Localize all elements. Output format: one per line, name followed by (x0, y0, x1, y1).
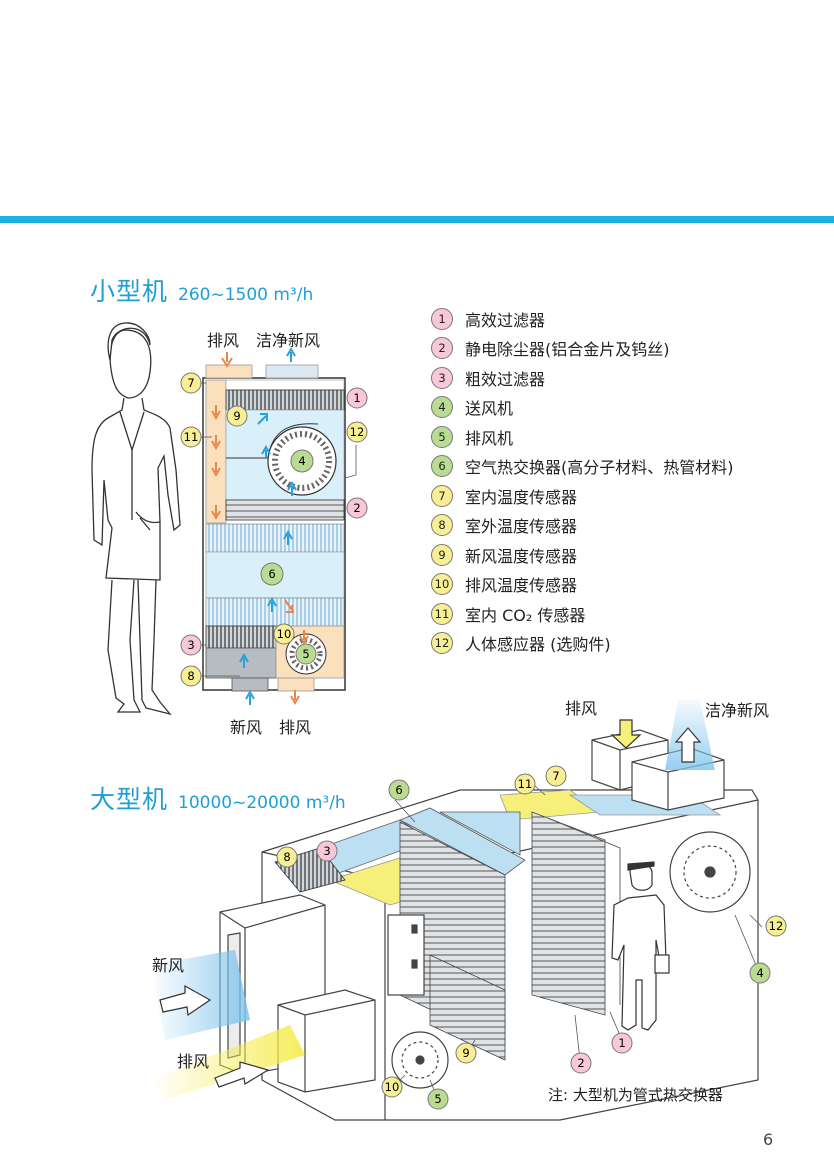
page-number: 6 (763, 1130, 774, 1149)
legend-item: 2 静电除尘器(铝合金片及钨丝) (431, 334, 811, 364)
large-callout-12: 12 (769, 919, 784, 933)
callout-5: 5 (302, 647, 309, 661)
callout-3: 3 (187, 638, 194, 652)
legend-text: 粗效过滤器 (465, 369, 546, 389)
small-unit-diagram: 7 11 9 1 12 4 2 6 10 5 3 8 (180, 346, 368, 706)
legend-item: 11 室内 CO₂ 传感器 (431, 599, 811, 629)
large-callout-3: 3 (323, 844, 330, 858)
small-exhaust-bottom-label: 排风 (279, 718, 312, 737)
legend-item: 3 粗效过滤器 (431, 363, 811, 393)
legend-text: 空气热交换器(高分子材料、热管材料) (465, 458, 734, 478)
large-callout-5: 5 (434, 1092, 441, 1106)
large-fresh-top-label: 洁净新风 (705, 701, 770, 720)
large-callout-2: 2 (577, 1056, 584, 1070)
legend-badge: 12 (431, 632, 453, 655)
large-exhaust-left-label: 排风 (177, 1052, 210, 1071)
callout-7: 7 (187, 376, 194, 390)
large-callout-6: 6 (395, 783, 402, 797)
legend-badge: 10 (431, 573, 453, 596)
legend-item: 12 人体感应器 (选购件) (431, 629, 811, 659)
small-fresh-bottom-label: 新风 (230, 718, 263, 737)
legend-badge: 9 (431, 543, 453, 566)
small-exhaust-top-label: 排风 (207, 331, 240, 350)
legend-text: 排风温度传感器 (465, 576, 578, 596)
legend-item: 4 送风机 (431, 393, 811, 423)
callout-12: 12 (350, 425, 365, 439)
legend-badge: 1 (431, 307, 453, 330)
callout-11: 11 (184, 430, 199, 444)
callout-6: 6 (268, 567, 275, 581)
callout-4: 4 (298, 454, 305, 468)
legend-text: 人体感应器 (选购件) (465, 635, 611, 655)
large-unit-title-text: 大型机 (90, 785, 169, 814)
legend-badge: 2 (431, 337, 453, 360)
callout-8: 8 (187, 669, 194, 683)
legend-text: 室内 CO₂ 传感器 (465, 605, 586, 625)
legend-text: 排风机 (465, 428, 514, 448)
large-unit-title: 大型机 10000~20000 m³/h (90, 780, 346, 816)
legend-text: 送风机 (465, 399, 514, 419)
large-callout-8: 8 (283, 850, 290, 864)
small-unit-title: 小型机 260~1500 m³/h (90, 272, 313, 308)
large-callout-1: 1 (618, 1036, 625, 1050)
legend-item: 7 室内温度传感器 (431, 481, 811, 511)
air-stream-arrows (150, 700, 715, 1100)
large-exhaust-top-label: 排风 (565, 699, 598, 718)
large-callout-9: 9 (462, 1046, 469, 1060)
large-fresh-left-label: 新风 (152, 956, 185, 975)
legend-item: 9 新风温度传感器 (431, 540, 811, 570)
small-unit-title-text: 小型机 (90, 277, 169, 306)
legend-badge: 7 (431, 484, 453, 507)
legend-text: 室外温度传感器 (465, 517, 578, 537)
footnote: 注: 大型机为管式热交换器 (548, 1086, 723, 1104)
large-callout-10: 10 (385, 1080, 400, 1094)
header-rule (0, 216, 834, 223)
legend-text: 室内温度传感器 (465, 487, 578, 507)
legend-badge: 6 (431, 455, 453, 478)
legend-badge: 4 (431, 396, 453, 419)
large-callout-7: 7 (552, 769, 559, 783)
legend-item: 6 空气热交换器(高分子材料、热管材料) (431, 452, 811, 482)
legend-text: 高效过滤器 (465, 310, 546, 330)
large-callout-11: 11 (518, 777, 533, 791)
person-figure-woman (91, 322, 181, 716)
legend-item: 1 高效过滤器 (431, 304, 811, 334)
callout-9: 9 (233, 409, 240, 423)
legend-badge: 11 (431, 602, 453, 625)
large-callout-4: 4 (756, 966, 763, 980)
large-unit-flow: 10000~20000 m³/h (178, 793, 346, 813)
legend-item: 5 排风机 (431, 422, 811, 452)
legend-badge: 8 (431, 514, 453, 537)
legend-badge: 3 (431, 366, 453, 389)
small-unit-flow: 260~1500 m³/h (178, 285, 314, 305)
callout-10: 10 (277, 627, 292, 641)
legend-badge: 5 (431, 425, 453, 448)
large-unit-diagram (219, 729, 759, 1121)
small-fresh-top-label: 洁净新风 (256, 331, 321, 350)
legend-item: 8 室外温度传感器 (431, 511, 811, 541)
legend-text: 新风温度传感器 (465, 546, 578, 566)
legend-text: 静电除尘器(铝合金片及钨丝) (465, 340, 670, 360)
callout-2: 2 (353, 501, 360, 515)
callout-1: 1 (353, 391, 360, 405)
legend-item: 10 排风温度传感器 (431, 570, 811, 600)
person-figure-worker (611, 861, 670, 1031)
